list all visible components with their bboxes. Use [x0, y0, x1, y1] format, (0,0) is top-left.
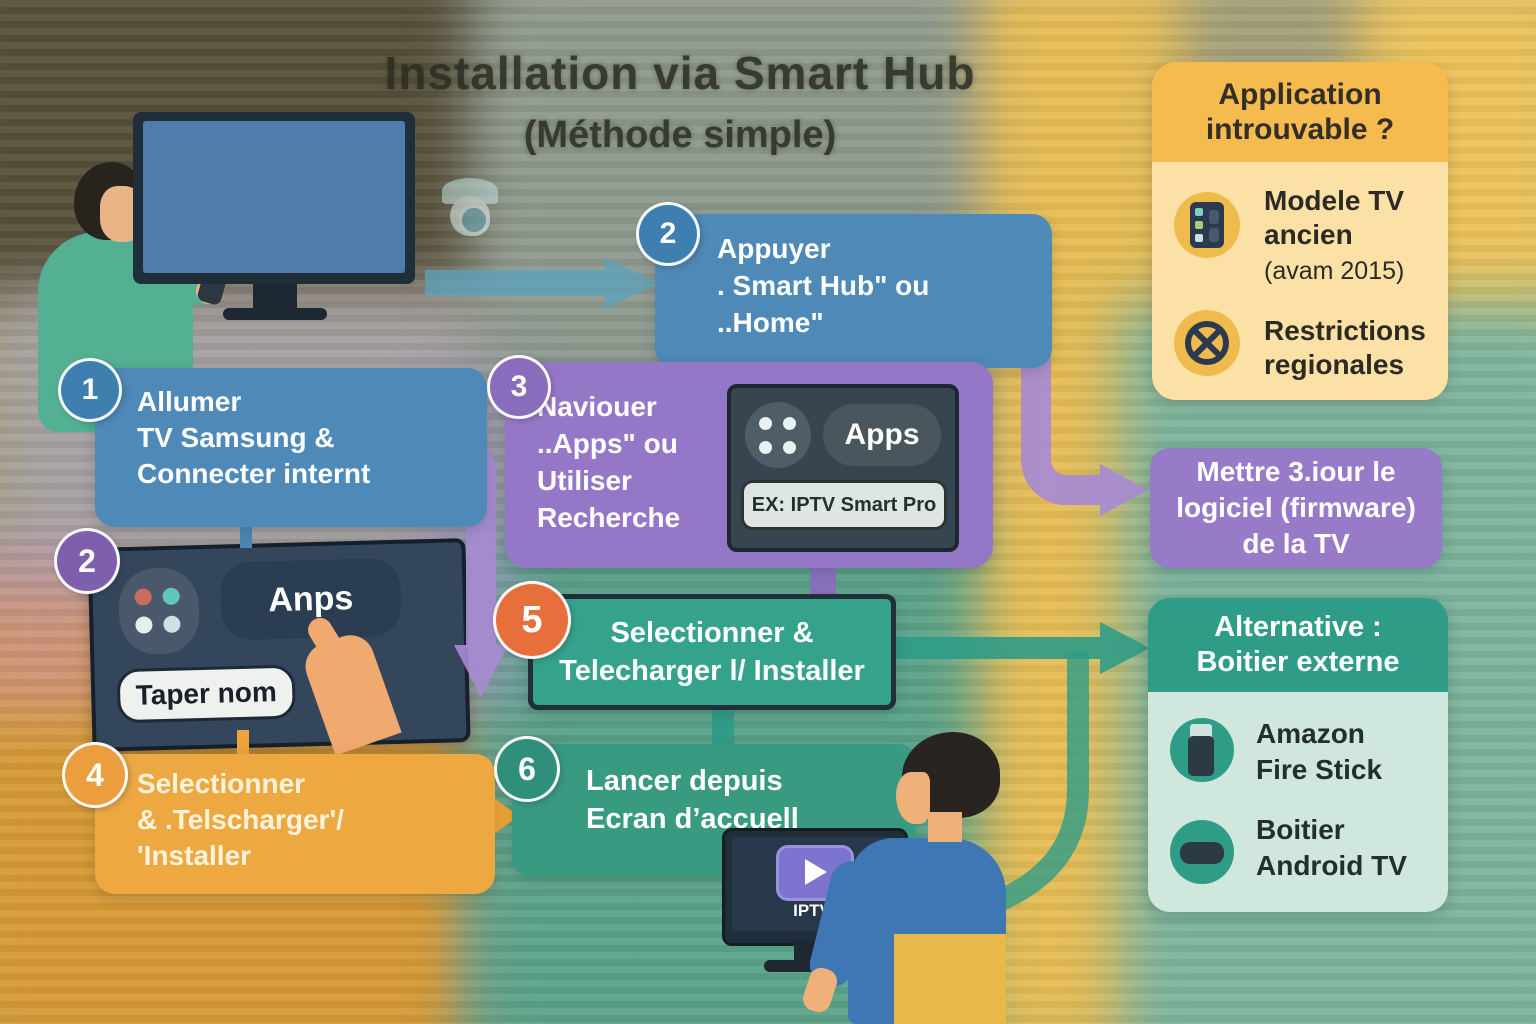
step6-badge: 6 — [494, 736, 560, 802]
fire-stick-text: Amazon Fire Stick — [1256, 716, 1382, 788]
item-note: (avam 2015) — [1264, 257, 1405, 285]
person-hand — [799, 964, 841, 1016]
camera-icon — [438, 178, 502, 248]
title-line-2: (Méthode simple) — [523, 114, 837, 156]
samsung-tv-illustration — [133, 112, 415, 320]
step2-line: ..Home" — [717, 307, 824, 338]
alternative-body: Amazon Fire Stick Boitier Android TV — [1148, 692, 1448, 912]
step4-line: Selectionner — [137, 768, 306, 799]
step1-box: Allumer TV Samsung & Connecter internt — [95, 368, 487, 527]
item-line: Fire Stick — [1256, 754, 1383, 785]
firmware-box: Mettre 3.iour le logiciel (firmware) de … — [1150, 448, 1442, 568]
app-not-found-header: Application introuvable ? — [1152, 62, 1448, 162]
step5-box: Selectionner & Telecharger l/ Installer — [528, 594, 896, 710]
item-line: regionales — [1264, 349, 1405, 380]
remote-icon — [1174, 192, 1240, 258]
item-line: Android TV — [1256, 850, 1407, 881]
android-box-text: Boitier Android TV — [1256, 812, 1407, 884]
item-line: Modele TV — [1264, 185, 1405, 216]
step1-line: TV Samsung & — [137, 422, 335, 453]
alternative-header: Alternative : Boitier externe — [1148, 598, 1448, 692]
regional-text: Restrictions regionales — [1264, 314, 1426, 382]
item-line: ancien — [1264, 219, 1353, 250]
arrowhead — [454, 645, 508, 697]
step2-line: . Smart Hub" ou — [717, 270, 930, 301]
tv-stand — [253, 284, 297, 310]
item-line: Boitier — [1256, 814, 1345, 845]
step4-line: & .Telscharger'/ — [137, 804, 344, 835]
old-tv-text: Modele TV ancien (avam 2015) — [1264, 184, 1404, 288]
step5-badge: 5 — [493, 581, 571, 659]
step4-line: 'Installer — [137, 840, 252, 871]
header-line: Application — [1218, 78, 1382, 111]
firmware-line: de la TV — [1242, 528, 1350, 559]
header-line: introuvable ? — [1205, 113, 1395, 146]
step5-line: Telecharger l/ Installer — [559, 655, 865, 687]
person-neck — [928, 812, 962, 842]
firmware-line: logiciel (firmware) — [1176, 492, 1416, 523]
step4-box: Selectionner & .Telscharger'/ 'Installer — [95, 754, 495, 894]
fire-stick-icon — [1170, 718, 1234, 782]
tv-bezel — [133, 112, 415, 284]
step3-badge: 3 — [487, 355, 551, 419]
tv-screen — [143, 121, 405, 273]
arrowhead — [605, 257, 658, 309]
apps-button: Apps — [823, 404, 941, 466]
header-line: Boitier externe — [1196, 646, 1400, 678]
item-line: Amazon — [1256, 718, 1365, 749]
step1-line: Allumer — [137, 386, 242, 417]
step6-line: Lancer depuis — [586, 765, 783, 797]
arrowhead — [487, 793, 519, 839]
step4-badge: 4 — [62, 742, 128, 808]
step5-line: Selectionner & — [610, 617, 814, 649]
person-pants — [894, 934, 1006, 1024]
step3-line: Recherche — [537, 502, 681, 533]
step3-line: Naviouer — [537, 391, 657, 422]
step2-badge: 2 — [636, 202, 700, 266]
person-face — [896, 772, 930, 824]
step3-text: Naviouer ..Apps" ou Utiliser Recherche — [537, 388, 680, 536]
firmware-line: Mettre 3.iour le — [1196, 456, 1396, 487]
step1-badge: 1 — [58, 358, 122, 422]
app-not-found-panel: Application introuvable ? Modele TV anci… — [1152, 62, 1448, 400]
step2-box: Appuyer . Smart Hub" ou ..Home" — [655, 214, 1052, 368]
android-box-icon — [1170, 820, 1234, 884]
arrowhead — [1100, 464, 1148, 516]
step3-box: Naviouer ..Apps" ou Utiliser Recherche A… — [505, 362, 993, 568]
app-not-found-body: Modele TV ancien (avam 2015) Restriction… — [1152, 162, 1448, 400]
step2-line: Appuyer — [717, 233, 831, 264]
tablet-step-badge: 2 — [54, 528, 120, 594]
alternative-panel: Alternative : Boitier externe Amazon Fir… — [1148, 598, 1448, 912]
header-line: Alternative : — [1214, 611, 1382, 643]
app-example-label: EX: IPTV Smart Pro — [741, 480, 947, 530]
step3-line: Utiliser — [537, 465, 632, 496]
camera-lens — [458, 204, 490, 236]
tv-base — [223, 308, 327, 320]
apps-screen-panel: Apps EX: IPTV Smart Pro — [727, 384, 959, 552]
blocked-icon — [1174, 310, 1240, 376]
step1-line: Connecter internt — [137, 458, 371, 489]
app-grid-icon — [745, 402, 811, 468]
person-watching-illustration — [790, 720, 1030, 1024]
step3-line: ..Apps" ou — [537, 428, 678, 459]
title-line-1: Installation via Smart Hub — [384, 47, 976, 99]
arrowhead — [1100, 622, 1150, 674]
page-title: Installation via Smart Hub (Méthode simp… — [300, 46, 1060, 157]
item-line: Restrictions — [1264, 315, 1426, 346]
pipe-branch-down — [991, 652, 1089, 913]
